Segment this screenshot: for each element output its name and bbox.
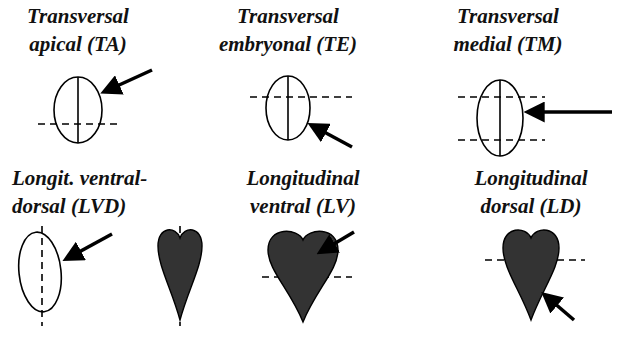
cut-arrow bbox=[546, 296, 574, 320]
cut-label: Longitudinal ventral (LV) bbox=[233, 164, 373, 220]
kernel-shape bbox=[503, 230, 559, 320]
cut-line bbox=[41, 226, 43, 326]
kernel-shape bbox=[268, 231, 338, 322]
cut-arrow bbox=[530, 110, 612, 114]
seed-axis bbox=[287, 76, 289, 140]
cut-label: Longit. ventral- dorsal (LVD) bbox=[12, 164, 190, 220]
seed-outline bbox=[54, 77, 102, 143]
cut-arrow bbox=[313, 126, 352, 147]
cut-line bbox=[250, 96, 352, 98]
cut-arrows bbox=[68, 70, 612, 320]
cut-line bbox=[458, 139, 545, 141]
seed-axis bbox=[499, 80, 501, 156]
seed-outline bbox=[15, 230, 65, 314]
seed-outline bbox=[477, 80, 523, 156]
seed-outline bbox=[266, 76, 310, 140]
kernel-shape bbox=[158, 230, 202, 320]
cut-label: Longitudinal dorsal (LD) bbox=[461, 164, 601, 220]
cut-arrow bbox=[68, 234, 112, 258]
kernel-shapes bbox=[158, 230, 559, 322]
cut-label: Transversal apical (TA) bbox=[3, 2, 153, 58]
cut-line bbox=[38, 123, 118, 125]
cut-arrow bbox=[322, 232, 354, 251]
cut-label: Transversal embryonal (TE) bbox=[208, 2, 368, 58]
seed-axis bbox=[77, 77, 79, 143]
cut-arrow bbox=[106, 70, 152, 91]
cut-label: Transversal medial (TM) bbox=[433, 2, 583, 58]
cut-line bbox=[458, 96, 545, 98]
